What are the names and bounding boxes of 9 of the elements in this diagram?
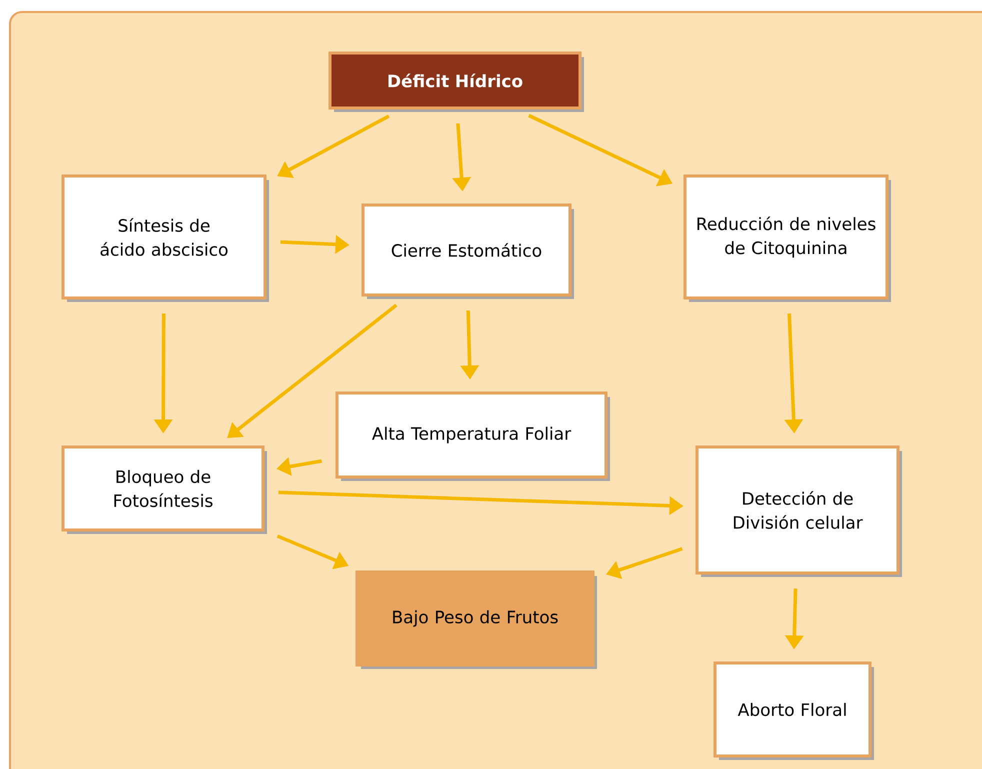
process-box: Cierre Estomático [362,204,572,296]
process-box: Bloqueo de Fotosíntesis [62,446,264,532]
process-box: Reducción de niveles de Citoquinina [684,174,888,300]
result-box: Bajo Peso de Frutos [356,570,594,666]
heading-box: Déficit Hídrico [328,52,582,110]
process-box: Síntesis de ácido abscisico [62,174,266,300]
process-box: Aborto Floral [714,662,872,758]
process-box: Detección de División celular [696,446,900,574]
process-box: Alta Temperatura Foliar [336,392,608,478]
